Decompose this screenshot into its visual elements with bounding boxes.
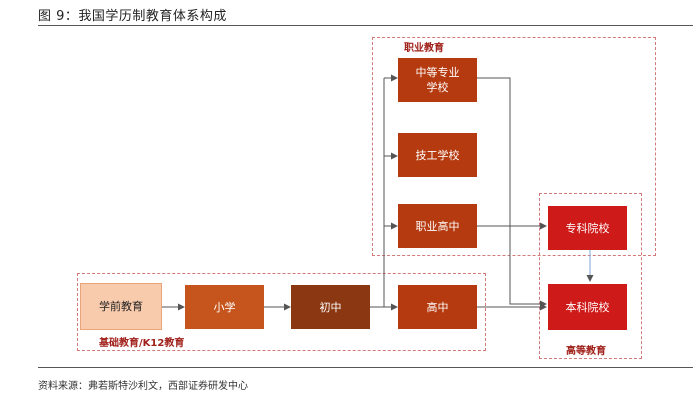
basic-education-group	[77, 273, 486, 351]
node-junior-high: 初中	[291, 285, 370, 329]
edge-secvoc-undergrad	[477, 77, 547, 308]
basic-education-label: 基础教育/K12教育	[99, 338, 185, 349]
node-preschool: 学前教育	[80, 283, 162, 330]
node-undergraduate-college: 本科院校	[548, 284, 627, 330]
vocational-education-label: 职业教育	[404, 43, 444, 54]
node-primary-school: 小学	[185, 285, 264, 329]
node-junior-college: 专科院校	[548, 206, 627, 250]
node-technical-school: 技工学校	[398, 133, 477, 177]
figure-title: 图 9：我国学历制教育体系构成	[38, 9, 227, 24]
higher-education-group	[539, 193, 642, 359]
higher-education-label: 高等教育	[566, 346, 606, 357]
node-secondary-vocational-school: 中等专业 学校	[398, 58, 477, 102]
node-senior-high: 高中	[398, 285, 477, 329]
source-note: 资料来源：弗若斯特沙利文，西部证券研发中心	[38, 381, 248, 392]
top-rule	[38, 25, 693, 26]
bottom-rule	[38, 367, 693, 368]
node-vocational-high-school: 职业高中	[398, 204, 477, 248]
vocational-education-group	[372, 37, 656, 256]
